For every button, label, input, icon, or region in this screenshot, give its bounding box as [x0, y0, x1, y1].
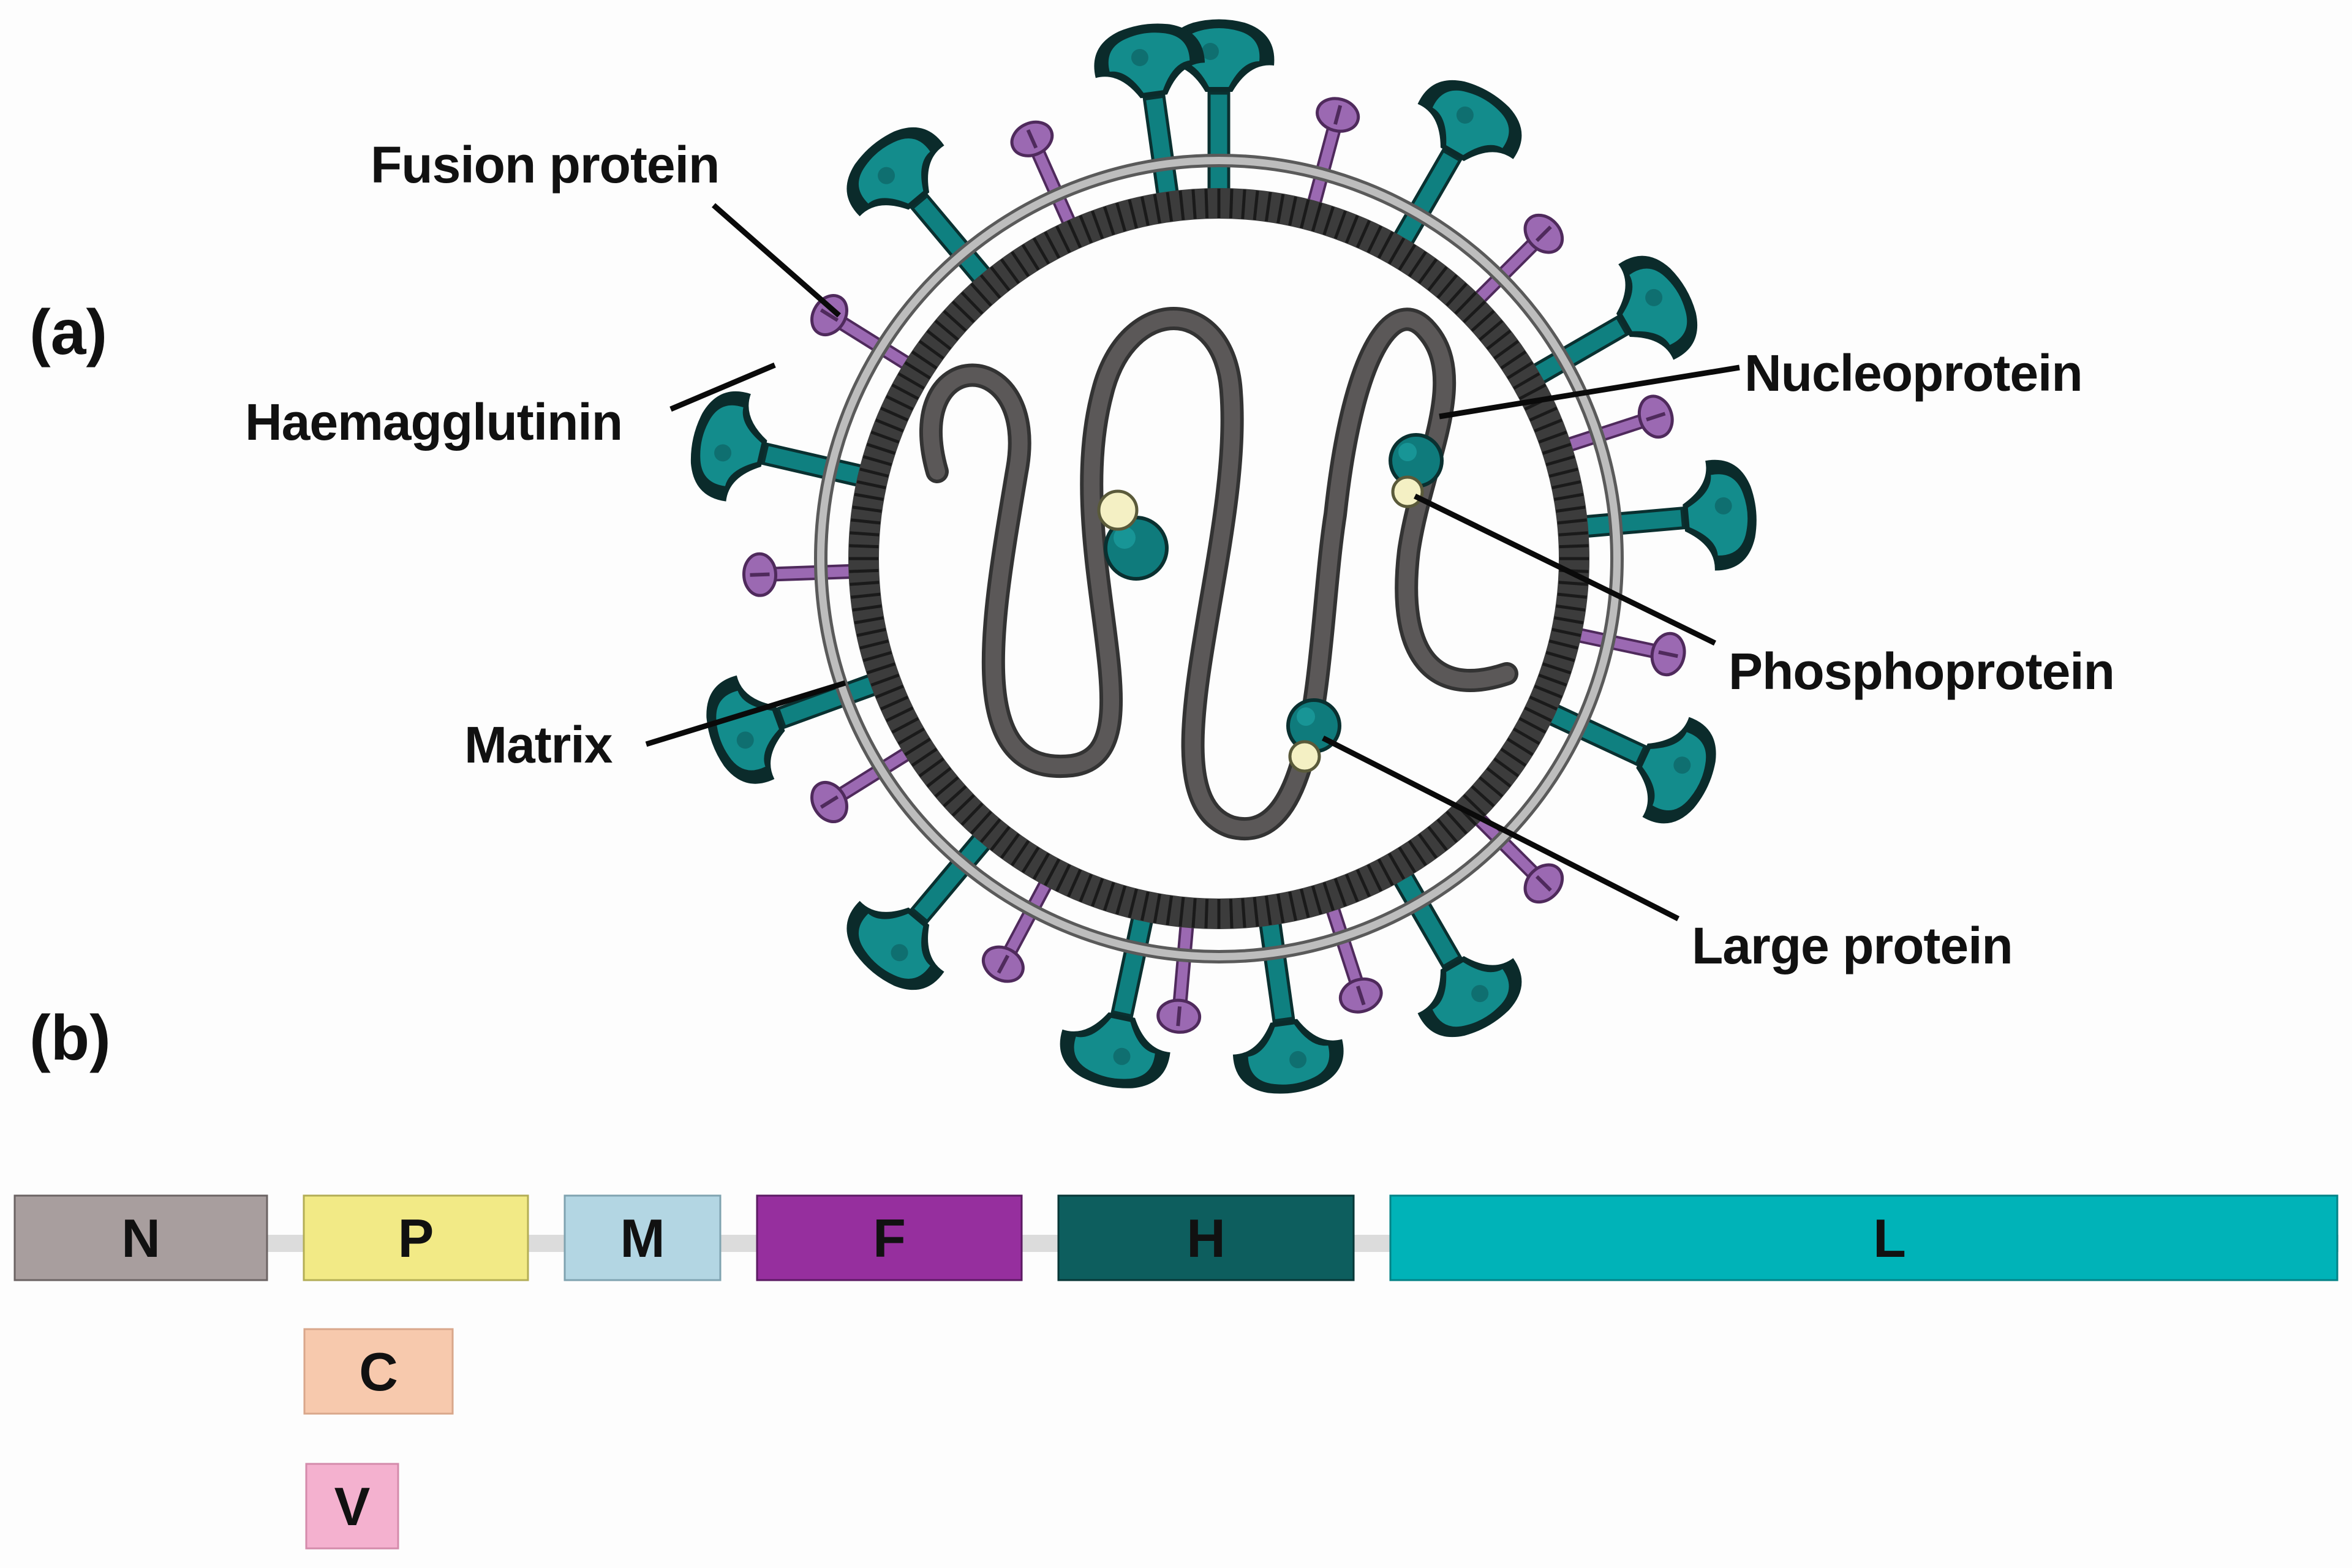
panel-label-b: (b) — [29, 1003, 111, 1074]
gene-p-label: P — [398, 1208, 434, 1268]
gene-h-label: H — [1186, 1208, 1226, 1268]
polymerase-complex-2 — [1389, 433, 1444, 508]
fusion-spike — [1157, 917, 1208, 1034]
fusion-spike — [743, 551, 858, 596]
gene-n: N — [13, 1194, 268, 1281]
panel-label-a: (a) — [29, 297, 107, 368]
virus-particle — [681, 17, 1761, 1100]
label-haemagglutinin: Haemagglutinin — [245, 393, 622, 451]
label-matrix: Matrix — [464, 716, 613, 774]
label-fusion-protein: Fusion protein — [371, 136, 719, 194]
product-v-label: V — [334, 1476, 371, 1537]
gene-n-label: N — [121, 1208, 160, 1268]
gene-h: H — [1057, 1194, 1355, 1281]
fusion-spike — [1292, 94, 1362, 215]
product-v: V — [305, 1463, 399, 1550]
gene-f-label: F — [873, 1208, 906, 1268]
matrix-leader — [645, 680, 846, 747]
polymerase-complex-1 — [1097, 489, 1169, 581]
haemagglutinin-leader — [669, 362, 776, 412]
large-protein-leader — [1321, 735, 1680, 922]
product-c: C — [303, 1328, 454, 1415]
fusion-protein-leader — [712, 203, 841, 318]
matrix-hatching — [849, 189, 1589, 929]
gene-m: M — [564, 1194, 722, 1281]
phosphoprotein-leader — [1414, 493, 1716, 646]
label-large-protein: Large protein — [1692, 917, 2013, 974]
gene-f: F — [756, 1194, 1023, 1281]
product-c-label: C — [359, 1341, 398, 1402]
genome-map: N P M F H L C V — [13, 1194, 2339, 1550]
label-nucleoprotein: Nucleoprotein — [1744, 344, 2082, 402]
gene-p: P — [303, 1194, 529, 1281]
gene-l: L — [1389, 1194, 2339, 1281]
label-phosphoprotein: Phosphoprotein — [1728, 643, 2114, 700]
gene-m-label: M — [620, 1208, 665, 1268]
gene-l-label: L — [1873, 1208, 1906, 1268]
nucleoprotein-leader — [1439, 364, 1740, 420]
